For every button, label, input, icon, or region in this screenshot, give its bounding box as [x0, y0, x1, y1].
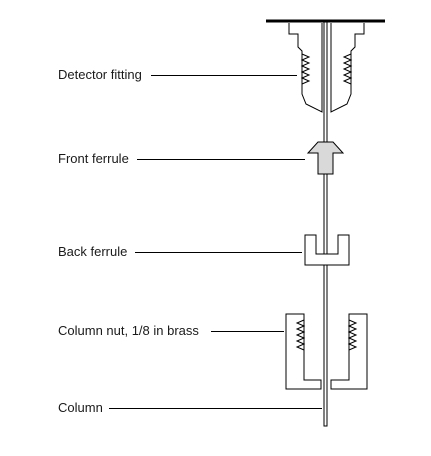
label-front-ferrule: Front ferrule [58, 151, 129, 166]
detector-fitting-leader [151, 75, 297, 76]
front-ferrule-leader [137, 159, 305, 160]
column-leader [109, 408, 322, 409]
detector-fitting-right [330, 23, 365, 113]
label-column: Column [58, 400, 103, 415]
detector-fitting-left [288, 23, 323, 113]
label-back-ferrule: Back ferrule [58, 244, 128, 259]
back-ferrule-shape [304, 234, 350, 266]
front-ferrule-shape [306, 141, 345, 175]
column-nut-left-thread [295, 319, 306, 351]
column-nut-right [330, 313, 368, 390]
column-nut-right-thread [347, 319, 358, 351]
column-tube [323, 21, 328, 427]
column-nut-leader [211, 331, 284, 332]
back-ferrule-leader [135, 252, 302, 253]
label-detector-fitting: Detector fitting [58, 67, 142, 82]
label-column-nut: Column nut, 1/8 in brass [58, 323, 199, 338]
detector-fitting-left-thread [300, 53, 311, 85]
column-nut-left [285, 313, 322, 390]
detector-fitting-right-thread [342, 53, 353, 85]
